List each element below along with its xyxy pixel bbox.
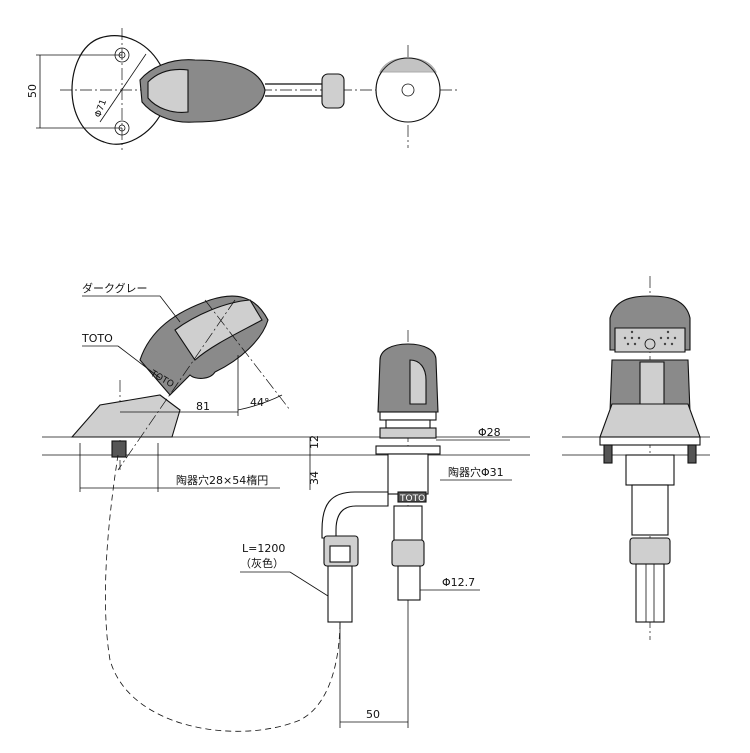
- dim-phi28: Φ28: [478, 426, 501, 439]
- elbow-pipe: [321, 491, 389, 539]
- top-handle-knob: [375, 57, 441, 123]
- supply-nut: [391, 539, 425, 567]
- hose-loop: [105, 454, 341, 732]
- dim-12: 12: [308, 435, 321, 449]
- hose-color-label: （灰色）: [240, 556, 284, 570]
- angle-44: 44°: [250, 396, 270, 409]
- dim-phi12-7: Φ12.7: [442, 576, 475, 589]
- side-handle: [377, 343, 439, 413]
- right-view: [562, 276, 710, 640]
- color-note-label: ダークグレー: [82, 281, 148, 295]
- hose-length-label: L=1200: [242, 542, 285, 555]
- dim-34: 34: [308, 471, 321, 485]
- brand-label: TOTO: [81, 332, 113, 345]
- hole-phi31-label: 陶器穴Φ31: [448, 465, 504, 479]
- top-dim-50: 50: [26, 84, 39, 98]
- front-view: TOTO ダークグレー TOTO 81 44° 陶器穴28×54楕円: [42, 281, 530, 732]
- top-dim-phi71: Φ71: [93, 98, 109, 119]
- spray-nozzle-dots: [623, 330, 677, 346]
- right-nut: [629, 537, 671, 565]
- hole-oval-label: 陶器穴28×54楕円: [176, 473, 268, 487]
- side-view: TOTO 12 34 Φ28 陶器穴Φ31 L=1200 （灰色） Φ12.7: [240, 330, 512, 728]
- dim-50-bottom: 50: [366, 708, 380, 721]
- top-base-plate: [71, 35, 163, 145]
- top-neck: [321, 73, 345, 109]
- body-logo: TOTO: [399, 494, 425, 504]
- front-base: [70, 394, 181, 438]
- dim-81: 81: [196, 400, 210, 413]
- top-view: Φ71 50: [26, 28, 460, 150]
